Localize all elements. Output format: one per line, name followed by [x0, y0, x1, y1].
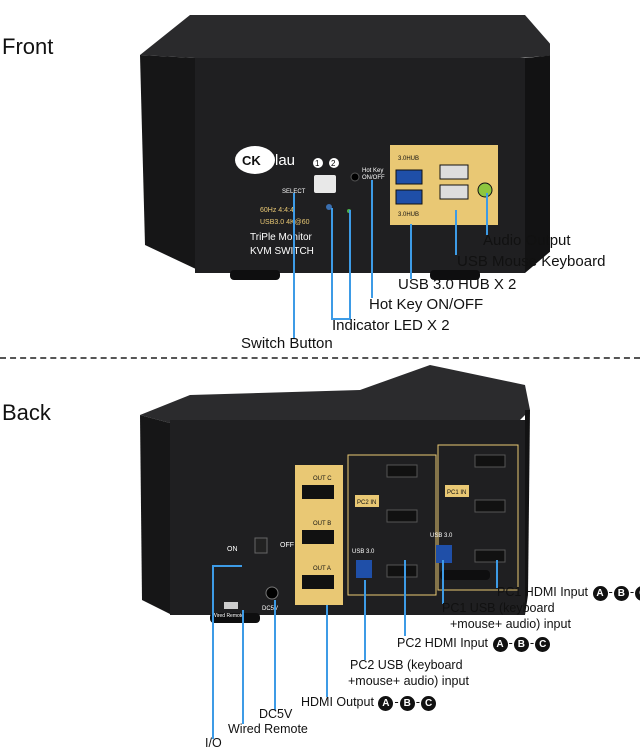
svg-text:OUT C: OUT C: [313, 476, 332, 482]
pc2-panel: [347, 454, 437, 596]
callout-line-io-h: [212, 565, 242, 567]
callout-line-hotkey: [371, 180, 373, 298]
device-text-1: 60Hz 4:4:4: [260, 207, 294, 214]
pc2-hdmi-c: [386, 464, 418, 478]
svg-text:Wired Remote: Wired Remote: [212, 613, 244, 619]
callout-line-led-2: [349, 210, 351, 318]
callout-line-usb-hub: [410, 224, 412, 279]
callout-line-hdmi-out: [326, 605, 328, 697]
pc1-hdmi-b: [474, 499, 506, 513]
brand-ck: CK: [242, 153, 261, 168]
callout-dc5v: DC5V: [259, 707, 293, 721]
callout-hotkey: Hot Key ON/OFF: [369, 296, 484, 313]
out-a-port: [302, 575, 334, 589]
usb-km-port-2: [439, 184, 469, 200]
callout-pc1-hdmi: PC1 HDMI Input A-B-C: [497, 584, 640, 601]
num-2: 2: [331, 159, 336, 168]
svg-text:3.0HUB: 3.0HUB: [398, 212, 419, 218]
svg-text:PC2 IN: PC2 IN: [357, 500, 376, 506]
chip-a: A: [592, 586, 608, 601]
callout-line-pc1-usb: [442, 560, 444, 604]
callout-pc2-usb-1: PC2 USB (keyboard: [350, 658, 463, 672]
callout-pc2-usb-2: +mouse+ audio) input: [348, 674, 469, 688]
pc1-hdmi-c: [474, 454, 506, 468]
callout-hdmi-output: HDMI Output A-B-C: [301, 694, 437, 711]
svg-text:OUT B: OUT B: [313, 521, 331, 527]
led-1: [326, 204, 332, 210]
pc2-usb-port: [356, 560, 372, 578]
chip-b: B: [613, 586, 629, 601]
svg-text:OFF: OFF: [280, 542, 294, 549]
front-title: Front: [2, 34, 54, 59]
callout-audio-output: Audio Output: [483, 232, 571, 249]
callout-pc2-hdmi: PC2 HDMI Input A-B-C: [397, 635, 551, 652]
wired-remote-port: [224, 602, 238, 609]
callout-switch-button: Switch Button: [241, 335, 333, 352]
svg-text:ON/OFF: ON/OFF: [362, 175, 385, 181]
device-text-4: KVM SWITCH: [250, 246, 314, 257]
back-device-image: ON OFF DC5V Wired Remote OUT C OUT B OUT…: [140, 365, 530, 623]
callout-pc1-hdmi-text: PC1 HDMI Input: [497, 585, 589, 599]
callout-pc2-hdmi-text: PC2 HDMI Input: [397, 636, 489, 650]
out-c-port: [302, 485, 334, 499]
callout-line-dc5v: [274, 600, 276, 710]
power-switch[interactable]: [254, 537, 268, 554]
callout-line-switch: [293, 193, 295, 339]
brand-lau: lau: [275, 152, 295, 169]
select-label: SELECT: [282, 189, 306, 195]
callout-line-led-join: [331, 318, 351, 320]
pc2-hdmi-a: [386, 564, 418, 578]
callout-line-wired-remote: [242, 610, 244, 724]
callout-line-pc2-hdmi: [404, 560, 406, 636]
pc2-hdmi-b: [386, 509, 418, 523]
out-b-port: [302, 530, 334, 544]
callout-line-pc2-usb: [364, 580, 366, 660]
svg-text:USB 3.0: USB 3.0: [430, 533, 453, 539]
callout-line-led-1: [331, 208, 333, 318]
back-title: Back: [2, 400, 51, 425]
chip-c: C: [635, 586, 640, 601]
num-1: 1: [315, 159, 320, 168]
audio-port: [477, 182, 493, 198]
svg-text:3.0HUB: 3.0HUB: [398, 156, 419, 162]
front-device-image: CK lau 1 2 SELECT Hot Key ON/OFF 60Hz 4:…: [140, 15, 550, 280]
callout-line-pc1-hdmi: [496, 560, 498, 588]
device-text-3: TriPle Monitor: [250, 232, 313, 243]
usb-km-port-1: [439, 164, 469, 180]
svg-text:ON: ON: [227, 546, 238, 553]
section-divider: [0, 357, 640, 359]
callout-usb-mouse-keyboard: USB Mouse Keyboard: [457, 253, 606, 270]
svg-text:USB 3.0: USB 3.0: [352, 549, 375, 555]
callout-line-audio: [486, 193, 488, 235]
callout-io: I/O: [205, 736, 222, 750]
usb-hub-port-2: [395, 189, 423, 205]
svg-text:PC1 IN: PC1 IN: [447, 490, 466, 496]
callout-usb-hub: USB 3.0 HUB X 2: [398, 276, 517, 293]
callout-pc1-usb-1: PC1 USB (keyboard: [442, 601, 555, 615]
callout-indicator: Indicator LED X 2: [332, 317, 450, 334]
svg-text:DC5V: DC5V: [262, 606, 278, 612]
svg-text:OUT A: OUT A: [313, 566, 331, 572]
front-switch-button[interactable]: [314, 175, 336, 193]
dc5v-port: [265, 586, 279, 600]
pc1-panel: [437, 444, 519, 591]
device-text-2: USB3.0 4K@60: [260, 219, 310, 226]
pc1-usb-port: [436, 545, 452, 563]
callout-wired-remote: Wired Remote: [228, 722, 308, 736]
callout-hdmi-output-text: HDMI Output: [301, 695, 374, 709]
callout-line-usb-km: [455, 210, 457, 255]
callout-line-io: [212, 565, 214, 739]
pc1-hdmi-a: [474, 549, 506, 563]
usb-hub-port-1: [395, 169, 423, 185]
hotkey-label: Hot Key: [362, 168, 383, 174]
callout-pc1-usb-2: +mouse+ audio) input: [450, 617, 571, 631]
